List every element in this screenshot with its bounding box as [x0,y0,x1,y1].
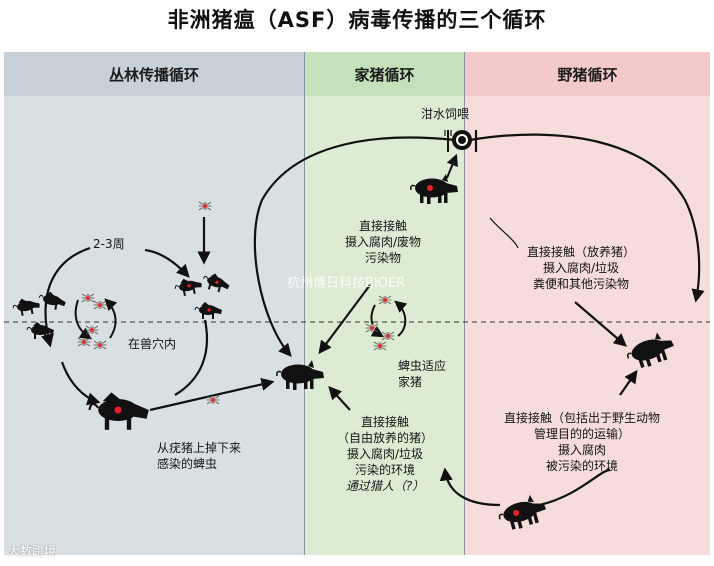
warthog-icon [173,274,205,299]
tick-icon [381,331,395,341]
tick-icon [365,323,379,333]
pig-icon-wild-bottom [495,490,551,534]
warthog-icon [26,321,55,340]
tick-icon [206,395,220,405]
label-wild-direct-contact: 直接接触（放养猪） 摄入腐肉/垃圾 粪便和其他污染物 [526,245,635,291]
warthog-icon [11,295,42,318]
panel-wild-cycle: 野猪循环 [465,52,710,555]
pig-icon-wild-right [622,327,679,373]
tick-icon [81,293,95,303]
label-domestic-direct-contact: 直接接触 摄入腐肉/废物 污染物 [344,219,422,265]
warthog-icon-large [88,391,150,431]
fork-knife-plate-icon [444,130,478,152]
label-free-range: 直接接触 （自由放养的猪） 摄入腐肉/垃圾 污染的环境 通过猎人（?） [336,415,433,493]
label-tick-adaptation: 蜱虫适应 家猪 [398,359,447,389]
watermark: 杭州博日科技BIOER [287,276,406,291]
tick-icon [93,340,107,350]
warthog-icon [200,270,233,295]
diagram-title: 非洲猪瘟（ASF）病毒传播的三个循环 [167,8,547,32]
divider-right [464,52,465,555]
label-wild-transport: 直接接触（包括出于野生动物 管理目的的运输） 摄入腐肉 被污染的环境 [503,411,660,473]
tick-icon [93,300,107,310]
label-swill-feeding: 泔水饲喂 [421,107,470,121]
label-burrow: 在兽穴内 [128,337,177,351]
panel-header-domestic: 家猪循环 [305,52,464,96]
divider-left [304,52,305,555]
panel-header-jungle: 丛林传播循环 [4,52,304,96]
label-ticks-from-warthog: 从疣猪上掉下来 感染的蜱虫 [157,441,242,471]
panel-header-wild: 野猪循环 [465,52,710,96]
tick-icon [85,325,99,335]
pig-icon-domestic-top [410,173,459,205]
warthog-icon [37,289,68,312]
pig-icon-center [276,359,325,391]
warthog-icon [194,301,223,320]
tick-icon [378,295,392,305]
tick-icon [198,201,212,211]
tick-icon [77,337,91,347]
source-credit: 大数跨境 [8,544,57,558]
tick-icon [373,341,387,351]
label-weeks: 2-3周 [93,237,125,251]
